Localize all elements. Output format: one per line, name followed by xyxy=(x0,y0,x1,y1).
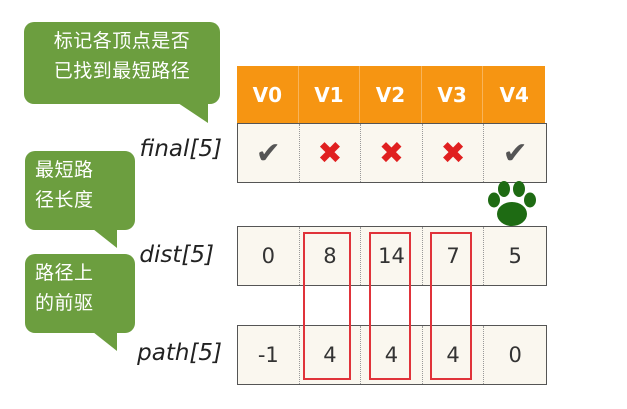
callout-path-line2: 的前驱 xyxy=(35,292,94,314)
cross-icon: ✖ xyxy=(300,124,362,182)
callout-final: 标记各顶点是否 已找到最短路径 xyxy=(24,22,220,123)
path-cell: 4 xyxy=(361,326,423,384)
callout-dist-line1: 最短路 xyxy=(35,159,94,181)
check-icon: ✔ xyxy=(238,124,300,182)
check-icon: ✔ xyxy=(502,135,528,171)
callout-tail xyxy=(93,229,117,248)
path-row: -1 4 4 4 0 xyxy=(237,325,547,385)
header-cell: V2 xyxy=(360,66,422,124)
callout-dist: 最短路 径长度 xyxy=(25,151,135,248)
callout-final-line1: 标记各顶点是否 xyxy=(53,30,191,52)
path-cell: 0 xyxy=(508,343,522,367)
callout-dist-line2: 径长度 xyxy=(35,189,94,211)
path-cell: 4 xyxy=(300,326,362,384)
highlight-box-v3 xyxy=(430,232,472,380)
highlight-box-v1 xyxy=(303,232,351,380)
dist-label: dist[5] xyxy=(139,242,214,268)
callout-path-line1: 路径上 xyxy=(35,262,94,284)
cross-icon: ✖ xyxy=(361,124,423,182)
dist-cell: 5 xyxy=(508,244,522,268)
path-cell: 4 xyxy=(423,326,485,384)
dist-cell: 7 xyxy=(423,227,485,285)
vertex-header-row: V0 V1 V2 V3 V4 xyxy=(237,66,545,124)
callout-path: 路径上 的前驱 xyxy=(25,254,135,351)
dist-cell: 8 xyxy=(300,227,362,285)
dist-cell: 0 xyxy=(238,227,300,285)
header-cell: V3 xyxy=(421,66,484,124)
highlight-box-v2 xyxy=(369,232,411,380)
dist-cell: 14 xyxy=(361,227,423,285)
header-cell: V1 xyxy=(298,66,361,124)
dist-row: 0 8 14 7 5 xyxy=(237,226,547,286)
path-label: path[5] xyxy=(137,340,222,366)
callout-tail xyxy=(93,332,117,351)
paw-icon xyxy=(488,181,536,226)
cross-icon: ✖ xyxy=(423,124,485,182)
header-cell: V0 xyxy=(237,66,299,124)
callout-final-line2: 已找到最短路径 xyxy=(53,60,191,82)
callout-tail xyxy=(178,103,208,123)
final-row: ✔ ✖ ✖ ✖ ✔ xyxy=(237,123,547,183)
header-cell: V4 xyxy=(483,66,545,124)
path-cell: -1 xyxy=(238,326,300,384)
final-label: final[5] xyxy=(139,136,223,162)
